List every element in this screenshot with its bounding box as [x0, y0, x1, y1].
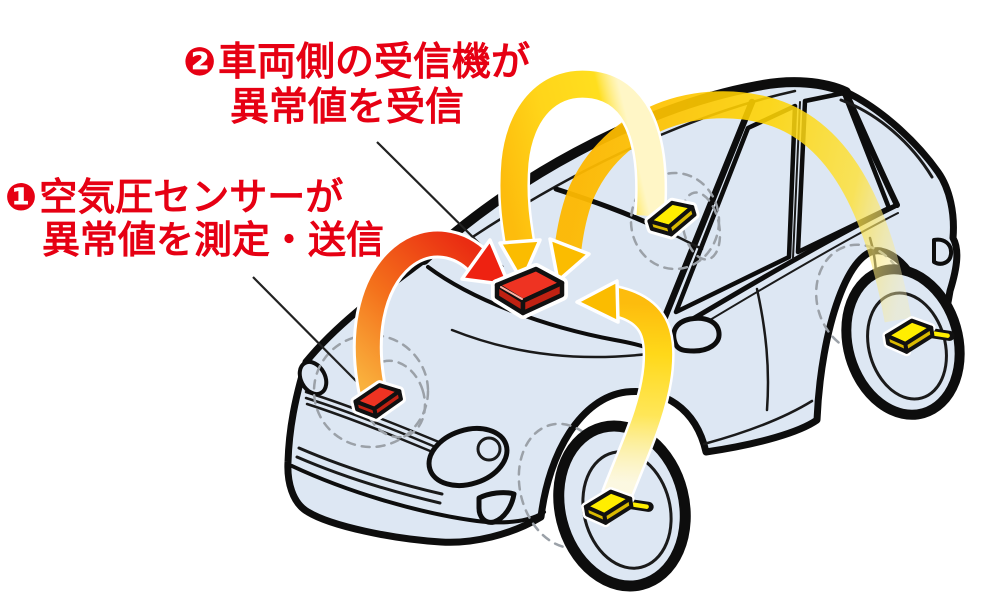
- sensor-rear-left-side: [666, 205, 697, 237]
- pointer-line-step1: [252, 276, 368, 393]
- signal-arrow-front-left: [352, 228, 511, 402]
- receiver: [491, 263, 568, 319]
- annotation-step1-text1: 空気圧センサーが: [39, 175, 344, 219]
- sensor-front-right: [581, 487, 654, 528]
- headlight-far: [297, 359, 329, 397]
- annotation-step2: ❷車両側の受信機が 異常値を受信: [183, 40, 530, 130]
- signal-arrows: [352, 68, 912, 503]
- sensor-rear-left: [644, 197, 700, 240]
- annotation-step1-line1: ❶空気圧センサーが: [5, 176, 384, 219]
- front-rim: [581, 450, 673, 570]
- step2-number-badge: ❷: [183, 40, 217, 85]
- front-door-seam: [755, 287, 770, 412]
- signal-arrow-front-left-band: [355, 231, 487, 401]
- grille-slat-2: [295, 455, 442, 505]
- annotation-step1-line2: 異常値を測定・送信: [42, 218, 385, 262]
- signal-arrow-front-left-head: [460, 238, 511, 287]
- receiver-edge-highlight: [500, 286, 523, 300]
- front-door-window: [673, 103, 798, 315]
- windshield-cowl: [426, 265, 656, 352]
- signal-arrow-rear-left-head: [498, 238, 542, 283]
- signal-arrow-front-right-head: [575, 279, 620, 324]
- step1-number-badge: ❶: [5, 175, 38, 219]
- side-mirror: [671, 315, 722, 354]
- signal-arrow-rear-right-head: [548, 237, 591, 283]
- grille-slat-1: [297, 446, 444, 496]
- signal-arrow-rear-right-band: [554, 91, 912, 323]
- annotation-step1: ❶空気圧センサーが 異常値を測定・送信: [5, 176, 384, 262]
- hidden-wheel-front-far-outer: [312, 333, 430, 449]
- hood-shoulder-line: [450, 328, 650, 359]
- annotation-step2-text1: 車両側の受信機が: [218, 40, 531, 85]
- car: [284, 77, 965, 592]
- sensor-rear-right: [882, 316, 955, 357]
- tail-light: [932, 237, 954, 266]
- signal-arrow-rear-left-band: [500, 70, 665, 249]
- fog-light: [476, 490, 517, 525]
- signal-arrow-rear-left: [497, 68, 668, 283]
- annotation-step2-line2: 異常値を受信: [230, 85, 465, 130]
- sensor-front-right-side: [602, 496, 634, 525]
- sensor-rear-right-side: [903, 325, 935, 354]
- receiver-side: [520, 280, 565, 316]
- rocker-line: [702, 399, 814, 446]
- signal-arrow-rear-right: [548, 91, 912, 323]
- sensors: [350, 197, 955, 528]
- signal-arrow-front-right: [575, 279, 675, 503]
- sensor-front-left: [350, 380, 406, 422]
- signal-arrow-front-right-band: [603, 287, 673, 502]
- headlight-near-bulb: [476, 436, 502, 462]
- rear-hatch-seam: [839, 98, 934, 179]
- sensor-front-left-side: [372, 389, 403, 419]
- headlight-near: [426, 426, 510, 488]
- bumper-top-edge: [290, 464, 546, 525]
- rear-door-window: [795, 90, 892, 255]
- annotation-step2-line1: ❷車両側の受信機が: [183, 40, 530, 85]
